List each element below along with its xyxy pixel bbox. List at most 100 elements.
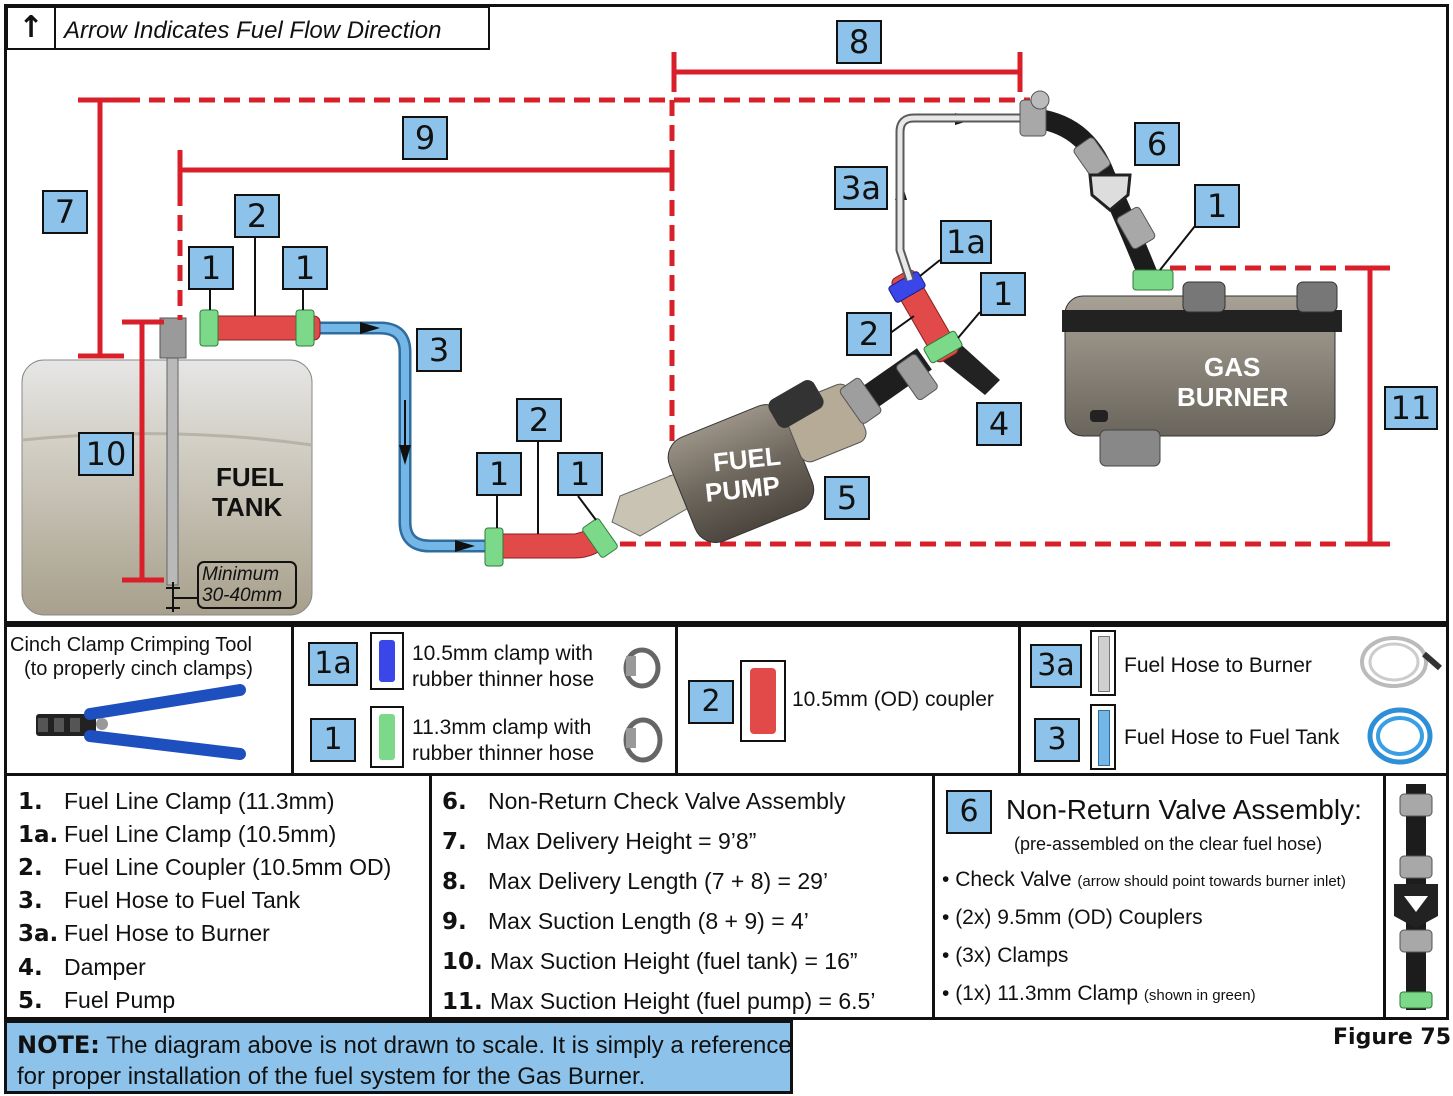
gas-burner [1062,282,1342,466]
legend-number: 4. [18,955,43,981]
valve-bullet-note: (arrow should point towards burner inlet… [1077,873,1345,890]
fuel-tank-label-1: FUEL [216,462,284,493]
callout-5: 5 [824,476,870,520]
callout-6: 6 [1134,122,1180,166]
legend-item: 9.Max Suction Length (8 + 9) = 4’ [442,910,467,934]
part-1a-label: 1a [308,642,358,686]
legend-text: Fuel Hose to Burner [64,920,270,946]
legend-item: 3.Fuel Hose to Fuel Tank [18,889,43,913]
legend-note: (11.3mm) [238,788,335,814]
valve-bullet-text: (3x) Clamps [955,944,1068,967]
clamp-burner [1133,270,1173,290]
legend-number: 8. [442,869,467,895]
clear-hose-coil-icon [1354,628,1446,694]
minimum-label-1: Minimum [202,564,279,586]
legend-text: Fuel Line Coupler [64,854,246,880]
valve-bullet: • (3x) Clamps [942,944,1068,968]
legend-item: 7.Max Delivery Height = 9’8” [442,830,467,854]
legend-item: 4.Damper [18,956,43,980]
valve-bullet-text: Check Valve [955,868,1071,891]
valve-bullet: • (1x) 11.3mm Clamp (shown in green) [942,982,1256,1006]
callout-9: 9 [402,116,448,160]
callout-2-top: 2 [234,194,280,238]
legend-note: (10.5mm OD) [252,854,391,880]
part-1-label: 1 [310,718,356,762]
legend-text: Fuel Line Clamp [64,821,231,847]
clamp-1a-swatch [370,632,404,690]
part-3-label: 3 [1034,718,1080,762]
legend-number: 5. [18,988,43,1014]
legend-number: 1a. [18,822,58,848]
hose-3-text: Fuel Hose to Fuel Tank [1124,726,1340,750]
callout-7: 7 [42,190,88,234]
note-line-1: NOTE: The diagram above is not drawn to … [17,1031,792,1060]
legend-item: 1.Fuel Line Clamp (11.3mm) [18,790,43,814]
callout-10: 10 [78,432,134,476]
valve-panel-label: 6 [946,790,992,834]
flow-direction-text: Arrow Indicates Fuel Flow Direction [64,17,441,45]
note-prefix: NOTE: [17,1031,100,1059]
legend-item: 1a.Fuel Line Clamp (10.5mm) [18,823,58,847]
legend-text: Fuel Hose to Fuel Tank [64,887,300,913]
legend-item: 5.Fuel Pump [18,989,43,1013]
callout-3a: 3a [834,166,888,210]
legend-item: 3a.Fuel Hose to Burner [18,922,58,946]
legend-text: Max Suction Height (fuel pump) = 6.5’ [490,990,875,1013]
legend-text: Non-Return Check Valve Assembly [488,790,846,813]
clamp-1a-text-2: rubber thinner hose [412,668,594,692]
callout-8: 8 [836,20,882,64]
legend-text: Max Suction Length (8 + 9) = 4’ [488,910,809,933]
note-box: NOTE: The diagram above is not drawn to … [4,1020,793,1094]
hose-3a-text: Fuel Hose to Burner [1124,654,1312,678]
legend-number: 6. [442,789,467,815]
valve-panel-subtitle: (pre-assembled on the clear fuel hose) [1014,834,1322,855]
clamp-1-text-2: rubber thinner hose [412,742,594,766]
valve-panel-title: Non-Return Valve Assembly: [1006,794,1362,826]
callout-2-angled: 2 [846,312,892,356]
suction-pipe [167,335,178,585]
callout-1-bottom-left: 1 [476,452,522,496]
legend-text: Fuel Line Clamp [64,788,231,814]
figure-label: Figure 75 [1333,1025,1451,1050]
check-valve-assembly-icon [1388,784,1444,1012]
legend-item: 2.Fuel Line Coupler (10.5mm OD) [18,856,43,880]
clamp-1-icon [622,712,664,764]
legend-item: 10.Max Suction Height (fuel tank) = 16” [442,950,483,974]
legend-text: Max Suction Height (fuel tank) = 16” [490,950,858,973]
legend-item: 11.Max Suction Height (fuel pump) = 6.5’ [442,990,483,1014]
clamp-1-text-1: 11.3mm clamp with [412,716,591,740]
flow-direction-note: ↑ Arrow Indicates Fuel Flow Direction [6,6,490,50]
tool-title-1: Cinch Clamp Crimping Tool [10,634,252,657]
legend-number: 7. [442,829,467,855]
legend-number: 2. [18,855,43,881]
legend-item: 8.Max Delivery Length (7 + 8) = 29’ [442,870,467,894]
coupler-text: 10.5mm (OD) coupler [792,688,994,712]
legend-number: 9. [442,909,467,935]
valve-bullet-text: (1x) 11.3mm Clamp [955,982,1138,1005]
callout-1-top-right: 1 [282,246,328,290]
diagram-drawing [0,0,1453,624]
tool-title-2: (to properly cinch clamps) [24,658,253,681]
legend-text: Max Delivery Length (7 + 8) = 29’ [488,870,828,893]
crimping-tool-icon [30,684,250,764]
callout-2-bottom: 2 [516,398,562,442]
hose-3a-swatch [1090,630,1116,696]
fuel-tank-label-2: TANK [212,492,282,523]
gas-burner-label-1: GAS [1204,352,1260,383]
coupler-swatch [740,660,786,742]
callout-1-burner: 1 [1194,184,1240,228]
note-line-2: for proper installation of the fuel syst… [17,1063,645,1091]
legend-number: 3. [18,888,43,914]
part-3a-label: 3a [1030,644,1082,688]
legend-number: 10. [442,949,483,975]
legend-item: 6.Non-Return Check Valve Assembly [442,790,467,814]
legend-text: Fuel Pump [64,987,175,1013]
legend-number: 11. [442,989,483,1015]
callout-1-pump: 1 [980,272,1026,316]
flow-direction-arrow-icon: ↑ [8,8,56,48]
valve-bullet: • Check Valve (arrow should point toward… [942,868,1346,892]
callout-4: 4 [976,402,1022,446]
clamp-1-swatch [370,706,404,768]
minimum-label-2: 30-40mm [202,585,282,607]
legend-number: 1. [18,789,43,815]
